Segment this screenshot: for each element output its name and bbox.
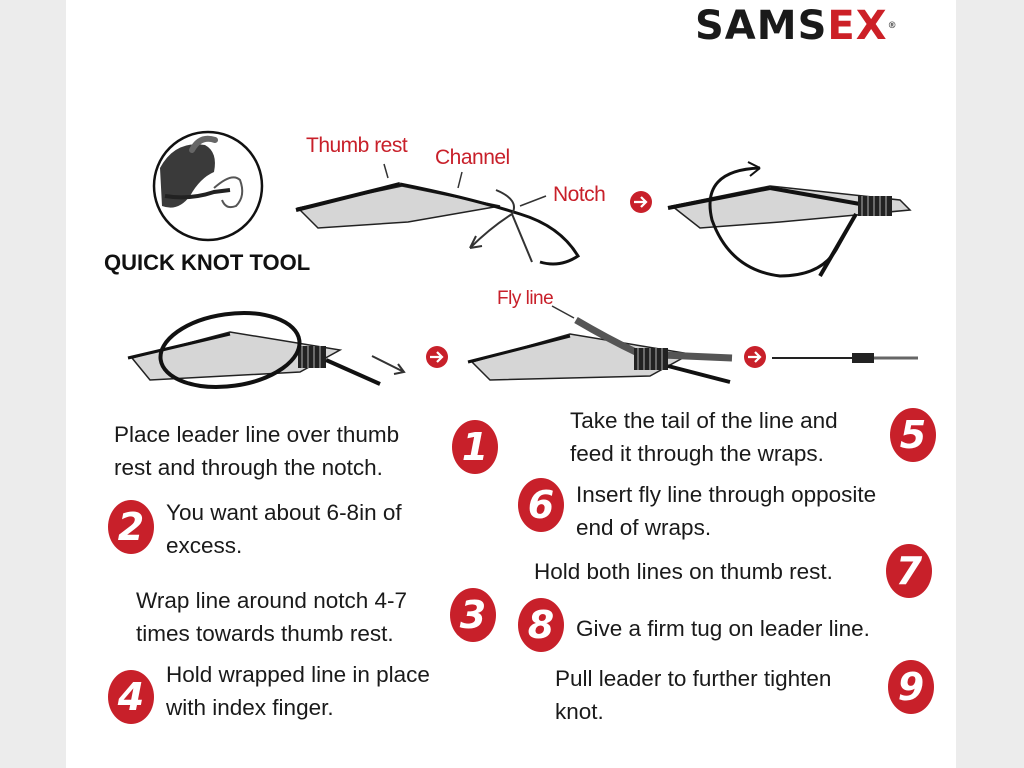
hand-photo-inset [152,130,264,242]
step-6-text: Insert fly line through opposite end of … [576,482,877,540]
step-9-badge: 9 [888,660,934,714]
tool-title: QUICK KNOT TOOL [104,250,311,275]
step-4-badge: 4 [108,670,154,724]
next-arrow-2 [426,346,448,368]
step-1-badge: 1 [452,420,498,474]
step-5-badge: 5 [890,408,936,462]
tool-diagram-4 [467,305,733,384]
registered-mark: ® [887,21,898,31]
step-3-badge: 3 [450,588,496,642]
tool-diagram-3 [127,311,406,389]
brand-logo: SAMSEX ® [695,3,897,49]
tool-diagram-1 [295,163,581,266]
next-arrow-3 [744,346,766,368]
label-notch: Notch [553,183,606,206]
next-arrow-1 [630,191,652,213]
step-8-text: Give a firm tug on leader line. [576,616,870,641]
step-1-text: Place leader line over thumb rest and th… [114,422,400,480]
step-2-badge: 2 [108,500,154,554]
step-7-badge: 7 [886,544,932,598]
instruction-card [66,0,956,768]
tool-diagram-2 [667,161,912,278]
step-7-text: Hold both lines on thumb rest. [534,559,833,584]
brand-name-part1: SAMS [695,3,828,49]
step-4-text: Hold wrapped line in place with index fi… [166,662,430,720]
step-3-text: Wrap line around notch 4-7 times towards… [136,588,407,646]
finished-knot [772,353,918,363]
step-2-text: You want about 6-8in of excess. [166,500,402,558]
label-fly-line: Fly line [497,288,554,309]
step-5-text: Take the tail of the line and feed it th… [570,408,838,466]
label-thumb-rest: Thumb rest [306,134,408,157]
step-6-badge: 6 [518,478,564,532]
step-8-badge: 8 [518,598,564,652]
step-9-text: Pull leader to further tighten knot. [555,666,832,724]
brand-name-part2: EX [827,3,888,49]
label-channel: Channel [435,146,510,169]
